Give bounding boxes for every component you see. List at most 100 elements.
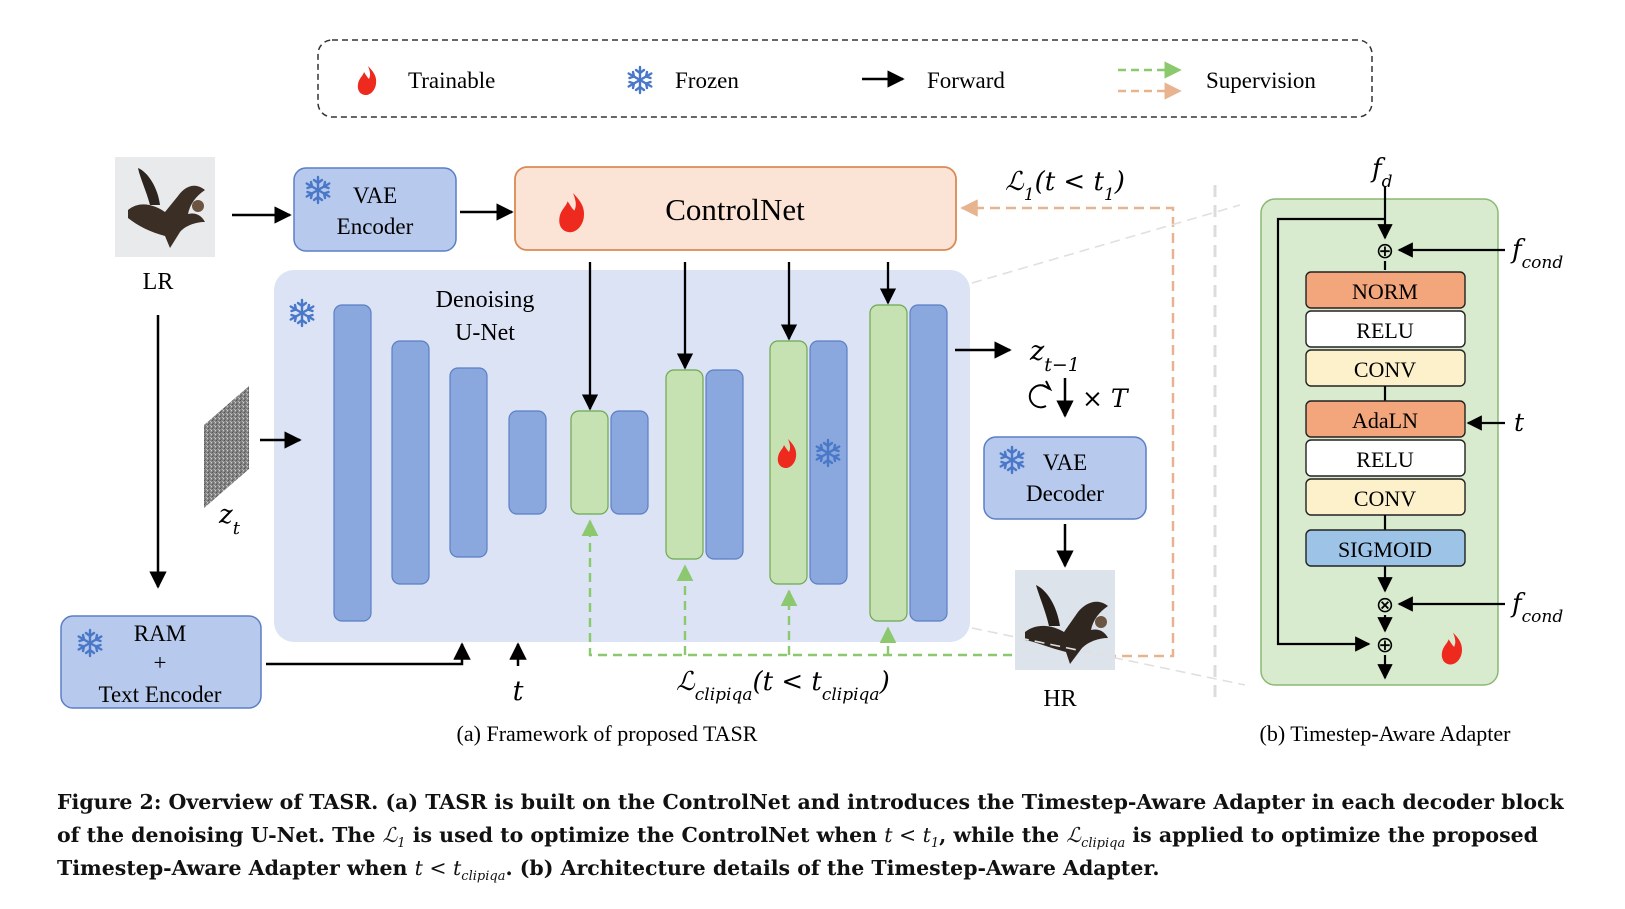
svg-text:ℒ1(t < t1): ℒ1(t < t1)	[1005, 167, 1125, 205]
fcond-subscript-2: cond	[1522, 607, 1564, 627]
svg-text:fcond: fcond	[1510, 589, 1563, 627]
caption-part-1: Figure 2: Overview of TASR. (a) TASR is …	[57, 790, 1564, 847]
zoom-guide-bottom	[971, 627, 1246, 686]
unet-encoder-block-1	[333, 304, 372, 622]
subcaption-b: (b) Timestep-Aware Adapter	[1260, 721, 1512, 746]
adapter-layer-adaln	[1305, 400, 1466, 438]
caption-part-4: is applied to optimize the proposed Time…	[57, 823, 1538, 880]
vae-decoder-block: VAE Decoder	[983, 436, 1147, 520]
add-op-1: ⊕	[1376, 239, 1394, 264]
l1-subscript: 1	[1024, 185, 1035, 205]
adapter-block-4	[869, 304, 908, 622]
adapter-block-2	[665, 369, 704, 560]
controlnet-label: ControlNet	[665, 192, 805, 227]
legend-forward-label: Forward	[927, 68, 1005, 93]
adapter-layer-relu-1-label: RELU	[1356, 318, 1414, 343]
caption-math-4-sub: clipiqa	[461, 869, 506, 885]
unet-encoder-block-2	[391, 340, 430, 585]
legend-frozen-label: Frozen	[675, 68, 739, 93]
controlnet-block: ControlNet	[514, 166, 957, 251]
adapter-layer-adaln-label: AdaLN	[1352, 408, 1418, 433]
clip-close: )	[879, 667, 890, 697]
lr-label: LR	[143, 269, 174, 295]
unet-decoder-block-4	[909, 304, 948, 622]
vae-encoder-label-line1: VAE	[353, 183, 397, 208]
zt-base: z	[218, 500, 233, 530]
caption-part-2: is used to optimize the ControlNet when	[405, 823, 885, 847]
l1-loss-label: ℒ1(t < t1)	[1005, 167, 1125, 205]
timestep-aware-adapter: fd ⊕ fcond NORM RELU CONV AdaLN t RELU C…	[1260, 154, 1563, 686]
legend: Trainable Frozen Forward Supervision	[317, 39, 1373, 118]
unet-label-line1: Denoising	[436, 287, 535, 313]
vae-decoder-label-line2: Decoder	[1026, 481, 1104, 506]
hr-image	[1015, 570, 1115, 670]
denoising-unet-block: Denoising U-Net	[274, 270, 970, 642]
unet-decoder-block-2	[705, 369, 744, 560]
l1-condition: (t < t	[1035, 167, 1105, 197]
adapter-block-1	[570, 410, 609, 515]
l1-condition-subscript: 1	[1104, 185, 1115, 205]
t-symbol: t	[513, 676, 524, 707]
adapter-layer-norm	[1305, 271, 1466, 309]
caption-math-3: ℒ	[1066, 823, 1082, 847]
fcond-subscript-1: cond	[1522, 253, 1564, 273]
l1-supervision-path	[960, 199, 1175, 658]
legend-supervision-label: Supervision	[1206, 68, 1316, 93]
caption-part-5: . (b) Architecture details of the Timest…	[505, 856, 1160, 880]
zt-subscript: t	[233, 518, 241, 539]
vae-encoder-label-line2: Encoder	[337, 214, 414, 239]
caption-math-2-sub: 1	[930, 836, 940, 852]
svg-text:fcond: fcond	[1510, 235, 1563, 273]
fd-subscript: d	[1382, 172, 1393, 192]
adapter-skip-path	[1276, 217, 1385, 652]
clipiqa-supervision-path	[581, 519, 1012, 657]
ram-label-line3: Text Encoder	[99, 682, 222, 707]
unet-label-line2: U-Net	[455, 320, 515, 346]
hr-label: HR	[1043, 686, 1076, 712]
svg-text:zt−1: zt−1	[1029, 336, 1080, 376]
l1-symbol: ℒ	[1005, 167, 1025, 197]
svg-text:ℒclipiqa(t < tclipiqa): ℒclipiqa(t < tclipiqa)	[676, 667, 890, 705]
adapter-layer-norm-label: NORM	[1352, 279, 1418, 304]
caption-math-1-sub: 1	[397, 836, 406, 852]
figure-caption: Figure 2: Overview of TASR. (a) TASR is …	[57, 786, 1587, 885]
subcaption-a: (a) Framework of proposed TASR	[457, 721, 758, 746]
vae-encoder-block: VAE Encoder	[293, 167, 457, 252]
ram-to-unet-arrow	[266, 642, 471, 666]
caption-part-3: , while the	[939, 823, 1067, 847]
ram-label-line2: +	[154, 650, 167, 675]
svg-text:fd: fd	[1370, 154, 1393, 192]
unet-encoder-block-4	[508, 410, 547, 515]
unet-encoder-block-3	[449, 367, 488, 558]
lr-image	[115, 157, 215, 257]
caption-math-3-sub: clipiqa	[1081, 836, 1126, 852]
add-op-2: ⊕	[1376, 633, 1394, 658]
clip-condition: (t < t	[752, 667, 822, 697]
adapter-layer-relu-1	[1305, 310, 1466, 348]
zoom-guide-top	[971, 204, 1241, 284]
svg-text:zt: zt	[218, 500, 241, 539]
clipiqa-loss-label: ℒclipiqa(t < tclipiqa)	[676, 667, 890, 705]
z-prev-subscript: t−1	[1044, 354, 1080, 376]
fire-icon	[357, 66, 377, 95]
adapter-layer-sigmoid-label: SIGMOID	[1338, 537, 1432, 562]
caption-math-1: ℒ	[382, 823, 398, 847]
ram-label-line1: RAM	[134, 621, 186, 646]
unet-decoder-block-1	[610, 410, 649, 515]
times-T-label: × T	[1082, 384, 1130, 413]
caption-math-4: t < t	[414, 856, 462, 880]
zt-noise-latent	[204, 386, 249, 508]
adapter-t-symbol: t	[1514, 408, 1525, 437]
clip-symbol: ℒ	[676, 667, 696, 697]
l1-close: )	[1114, 167, 1125, 197]
ram-text-encoder-block: RAM + Text Encoder	[60, 615, 262, 709]
adapter-layer-conv-2-label: CONV	[1354, 486, 1416, 511]
clip-condition-subscript: clipiqa	[822, 685, 880, 705]
vae-decoder-label-line1: VAE	[1043, 450, 1087, 475]
snowflake-icon	[627, 65, 653, 95]
adapter-layer-conv-1-label: CONV	[1354, 357, 1416, 382]
clip-subscript: clipiqa	[695, 685, 753, 705]
loop-icon	[1028, 380, 1053, 409]
adapter-layer-relu-2-label: RELU	[1356, 447, 1414, 472]
